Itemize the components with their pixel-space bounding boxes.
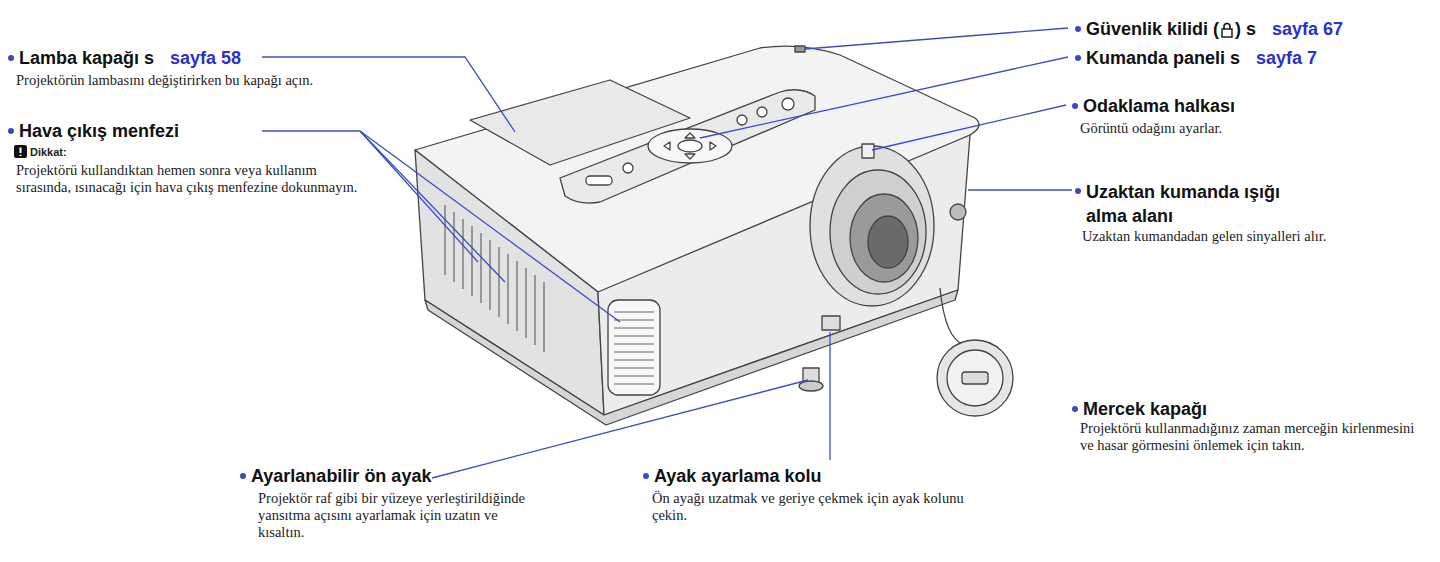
bullet-dot bbox=[1072, 406, 1078, 412]
callout-group: Dikkat: bbox=[14, 145, 67, 159]
callout-group: Uzaktan kumandadan gelen sinyalleri alır… bbox=[1082, 228, 1432, 245]
callout-group: Odaklama halkası bbox=[1072, 95, 1235, 117]
callout-group: Projektörü kullanmadığınız zaman merceği… bbox=[1080, 420, 1430, 454]
bullet-dot bbox=[1075, 188, 1081, 194]
bullet-dot bbox=[1075, 26, 1081, 32]
part-name: Hava çıkış menfezi bbox=[19, 120, 179, 142]
bullet-dot bbox=[1072, 103, 1078, 109]
callout-group: Projektörün lambasını değiştirirken bu k… bbox=[16, 72, 346, 89]
callout-group: Güvenlik kilidi ( ) s sayfa 67 bbox=[1075, 18, 1343, 40]
description-text: Görüntü odağını ayarlar. bbox=[1080, 120, 1430, 137]
part-name: Uzaktan kumanda ışığı alma alanı bbox=[1086, 180, 1311, 228]
callout-group: Ayarlanabilir ön ayak bbox=[240, 465, 431, 487]
callout-group: Uzaktan kumanda ışığı alma alanı bbox=[1075, 180, 1311, 228]
part-name: Lamba kapağı s bbox=[19, 47, 154, 69]
part-name: Mercek kapağı bbox=[1083, 398, 1207, 420]
callout-group: Ön ayağı uzatmak ve geriye çekmek için a… bbox=[652, 490, 1002, 524]
bullet-dot bbox=[1075, 55, 1081, 61]
part-name: Dikkat: bbox=[30, 145, 67, 159]
description-text: Projektörün lambasını değiştirirken bu k… bbox=[16, 72, 346, 89]
bullet-dot bbox=[643, 473, 649, 479]
callout-group: Projektör raf gibi bir yüzeye yerleştiri… bbox=[258, 490, 543, 541]
page-reference: sayfa 67 bbox=[1272, 18, 1343, 40]
callout-group: Görüntü odağını ayarlar. bbox=[1080, 120, 1430, 137]
description-text: Projektörü kullandıktan hemen sonra veya… bbox=[16, 162, 361, 196]
callout-group: Lamba kapağı s sayfa 58 bbox=[8, 47, 241, 69]
part-name: ) s bbox=[1235, 18, 1256, 40]
description-text: Projektör raf gibi bir yüzeye yerleştiri… bbox=[258, 490, 543, 541]
callout-group: Ayak ayarlama kolu bbox=[643, 465, 821, 487]
lock-symbol bbox=[1220, 21, 1234, 39]
callout-group: Projektörü kullandıktan hemen sonra veya… bbox=[16, 162, 361, 196]
page-reference: sayfa 58 bbox=[170, 47, 241, 69]
callout-group: Kumanda paneli s sayfa 7 bbox=[1075, 47, 1317, 69]
bullet-dot bbox=[8, 55, 14, 61]
callout-group: Hava çıkış menfezi bbox=[8, 120, 179, 142]
warning-icon bbox=[14, 145, 27, 158]
bullet-dot bbox=[8, 128, 14, 134]
part-name: Ayak ayarlama kolu bbox=[654, 465, 821, 487]
description-text: Ön ayağı uzatmak ve geriye çekmek için a… bbox=[652, 490, 1002, 524]
bullet-dot bbox=[240, 473, 246, 479]
callout-group: Mercek kapağı bbox=[1072, 398, 1207, 420]
description-text: Uzaktan kumandadan gelen sinyalleri alır… bbox=[1082, 228, 1432, 245]
description-text: Projektörü kullanmadığınız zaman merceği… bbox=[1080, 420, 1430, 454]
part-name: Kumanda paneli s bbox=[1086, 47, 1240, 69]
part-name: Güvenlik kilidi ( bbox=[1086, 18, 1219, 40]
part-name: Ayarlanabilir ön ayak bbox=[251, 465, 431, 487]
part-name: Odaklama halkası bbox=[1083, 95, 1235, 117]
page-reference: sayfa 7 bbox=[1256, 47, 1317, 69]
